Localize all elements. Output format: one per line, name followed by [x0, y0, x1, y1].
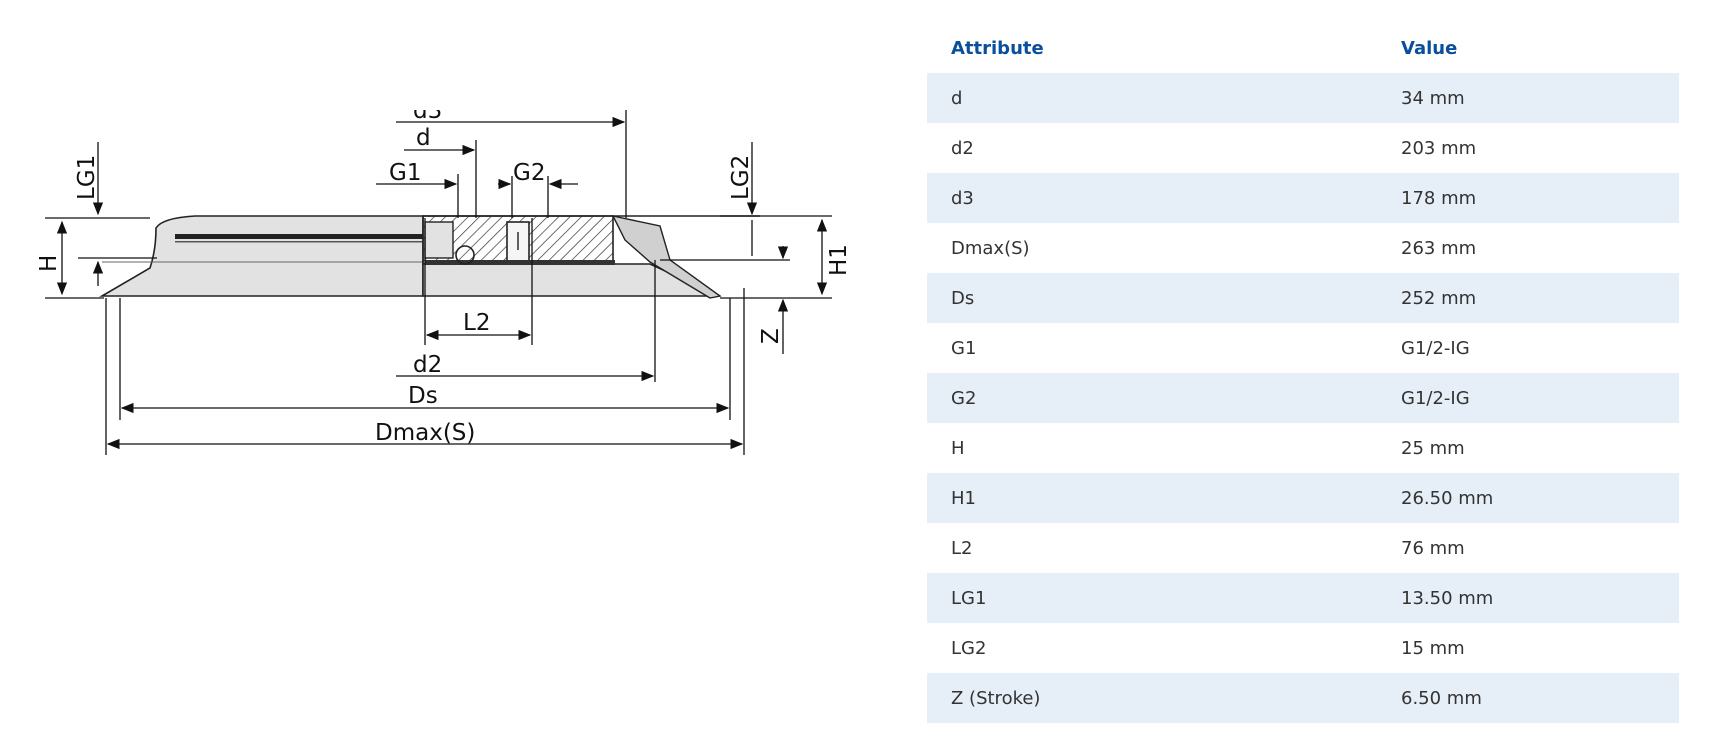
cell-attribute: d3: [927, 173, 1377, 223]
cell-attribute: H: [951, 437, 965, 459]
table-row: H 25 mm: [927, 423, 1679, 473]
header-attribute: Attribute: [951, 38, 1044, 59]
cell-attribute: LG2: [951, 637, 987, 659]
table-row: d 34 mm: [927, 73, 1679, 123]
label-lg1: LG1: [74, 155, 100, 200]
cell-value: 203 mm: [1401, 137, 1477, 159]
cell-value: G1/2-IG: [1401, 337, 1470, 359]
table-header-row: Attribute Value: [927, 24, 1679, 73]
label-g2: G2: [513, 160, 545, 186]
cell-value: 25 mm: [1401, 437, 1465, 459]
suction-cup-cross-section: d3 d G1 G2 L2 d2 Ds Dmax(S) LG1 LG2 H H1…: [36, 110, 852, 455]
label-h: H: [36, 255, 62, 272]
cell-value: 26.50 mm: [1377, 473, 1679, 523]
cell-attribute: G1: [951, 337, 977, 359]
table-row: d3 178 mm: [927, 173, 1679, 223]
label-ds: Ds: [408, 383, 438, 409]
label-d: d: [416, 125, 431, 151]
table-row: LG2 15 mm: [927, 623, 1679, 673]
label-g1: G1: [389, 160, 421, 186]
header-value: Value: [1401, 38, 1458, 59]
cell-value: 34 mm: [1377, 73, 1679, 123]
table-row: d2 203 mm: [927, 123, 1679, 173]
table-row: L2 76 mm: [927, 523, 1679, 573]
cell-attribute: d2: [951, 137, 974, 159]
label-d3: d3: [413, 110, 442, 124]
cell-attribute: d: [927, 73, 1377, 123]
cell-attribute: LG1: [927, 573, 1377, 623]
cell-value: 263 mm: [1401, 237, 1477, 259]
cell-attribute: L2: [951, 537, 973, 559]
table-row: Z (Stroke) 6.50 mm: [927, 673, 1679, 723]
table-row: G1 G1/2-IG: [927, 323, 1679, 373]
cell-attribute: Dmax(S): [951, 237, 1030, 259]
table-row: Dmax(S) 263 mm: [927, 223, 1679, 273]
cell-attribute: Z (Stroke): [927, 673, 1377, 723]
table-row: G2 G1/2-IG: [927, 373, 1679, 423]
cell-value: 252 mm: [1377, 273, 1679, 323]
cell-value: G1/2-IG: [1377, 373, 1679, 423]
cell-value: 13.50 mm: [1377, 573, 1679, 623]
label-lg2: LG2: [728, 155, 754, 200]
cell-value: 6.50 mm: [1377, 673, 1679, 723]
cell-value: 15 mm: [1401, 637, 1465, 659]
label-h1: H1: [826, 244, 852, 276]
cell-attribute: G2: [927, 373, 1377, 423]
cell-value: 178 mm: [1377, 173, 1679, 223]
table-row: H1 26.50 mm: [927, 473, 1679, 523]
table-row: Ds 252 mm: [927, 273, 1679, 323]
cell-attribute: Ds: [927, 273, 1377, 323]
part-body: [99, 215, 760, 299]
cell-value: 76 mm: [1401, 537, 1465, 559]
table-row: LG1 13.50 mm: [927, 573, 1679, 623]
label-dmax: Dmax(S): [375, 420, 475, 446]
label-l2: L2: [463, 310, 490, 336]
technical-drawing: d3 d G1 G2 L2 d2 Ds Dmax(S) LG1 LG2 H H1…: [20, 110, 880, 530]
label-z: Z: [758, 328, 784, 344]
dimension-lines: [45, 110, 832, 455]
spec-table: Attribute Value d 34 mm d2 203 mm d3 178…: [927, 24, 1679, 723]
label-d2: d2: [413, 352, 442, 378]
cell-attribute: H1: [927, 473, 1377, 523]
